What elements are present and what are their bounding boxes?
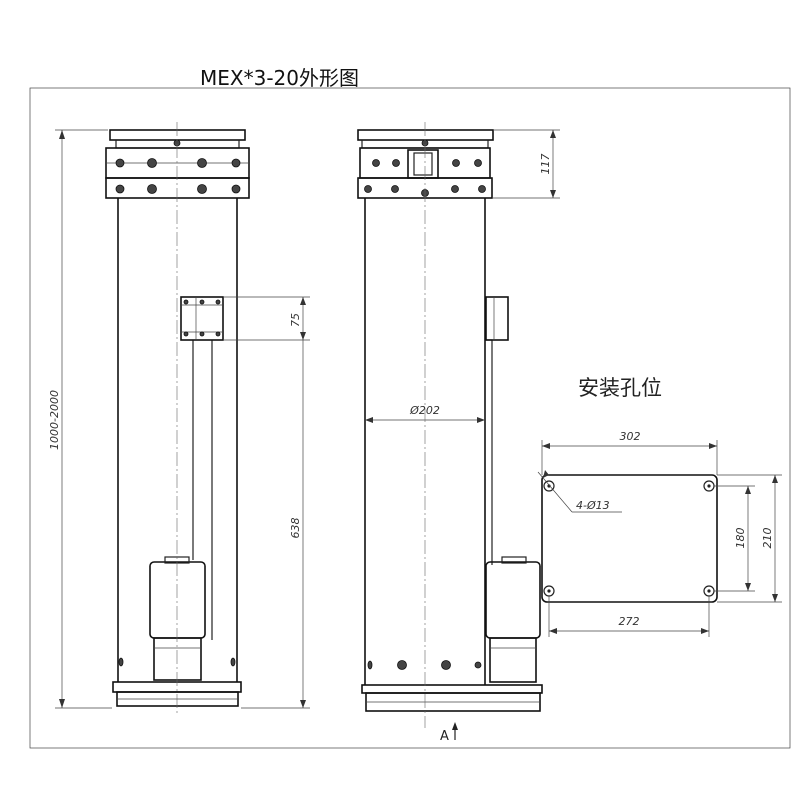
bolt-hole <box>197 158 207 168</box>
bolt-hole <box>197 184 207 194</box>
mount-title: 安装孔位 <box>578 376 662 400</box>
side-motor <box>485 561 541 639</box>
mount-plate <box>541 474 718 603</box>
dim-bracket-label: 75 <box>289 313 302 327</box>
bolt-hole <box>115 184 125 194</box>
dim-length: 1000-2000 <box>48 129 112 709</box>
side-gearbox <box>489 637 537 683</box>
side-base-upper <box>361 684 543 694</box>
dim-diameter-label: Ø202 <box>409 404 440 417</box>
dim-plate-width-label: 302 <box>620 430 641 443</box>
side-top-plate <box>357 129 494 141</box>
drawing-frame <box>29 87 791 749</box>
mount-layout: 安装孔位 302 272 180 <box>537 376 782 637</box>
side-bracket <box>485 296 509 341</box>
front-motor <box>149 561 206 639</box>
front-gearbox <box>153 637 202 681</box>
dim-hole-y-label: 180 <box>734 528 747 549</box>
dim-hole-x-label: 272 <box>619 615 640 628</box>
bolt-hole <box>231 158 241 168</box>
dim-stroke: 638 <box>241 340 310 709</box>
drawing-title: MEX*3-20外形图 <box>200 66 359 90</box>
mount-hole <box>543 480 555 492</box>
bolt-hole <box>115 158 125 168</box>
dim-plate-height-label: 210 <box>761 528 774 549</box>
view-marker-label: A <box>440 729 449 744</box>
dim-bracket-height: 75 <box>223 296 310 341</box>
side-view: Ø202 A <box>357 122 543 744</box>
dim-stroke-label: 638 <box>289 518 302 539</box>
bolt-hole <box>231 184 241 194</box>
bolt-hole <box>147 184 157 194</box>
front-top-plate <box>109 129 246 141</box>
dim-top-height: 117 <box>492 129 560 199</box>
front-bracket <box>180 296 224 341</box>
side-coupling <box>407 149 439 179</box>
bolt-hole <box>147 158 157 168</box>
dim-holes-label: 4-Ø13 <box>576 499 610 512</box>
dim-top-label: 117 <box>539 154 552 175</box>
front-view <box>105 122 250 715</box>
front-head-lower <box>105 177 250 199</box>
dim-length-label: 1000-2000 <box>48 390 61 450</box>
